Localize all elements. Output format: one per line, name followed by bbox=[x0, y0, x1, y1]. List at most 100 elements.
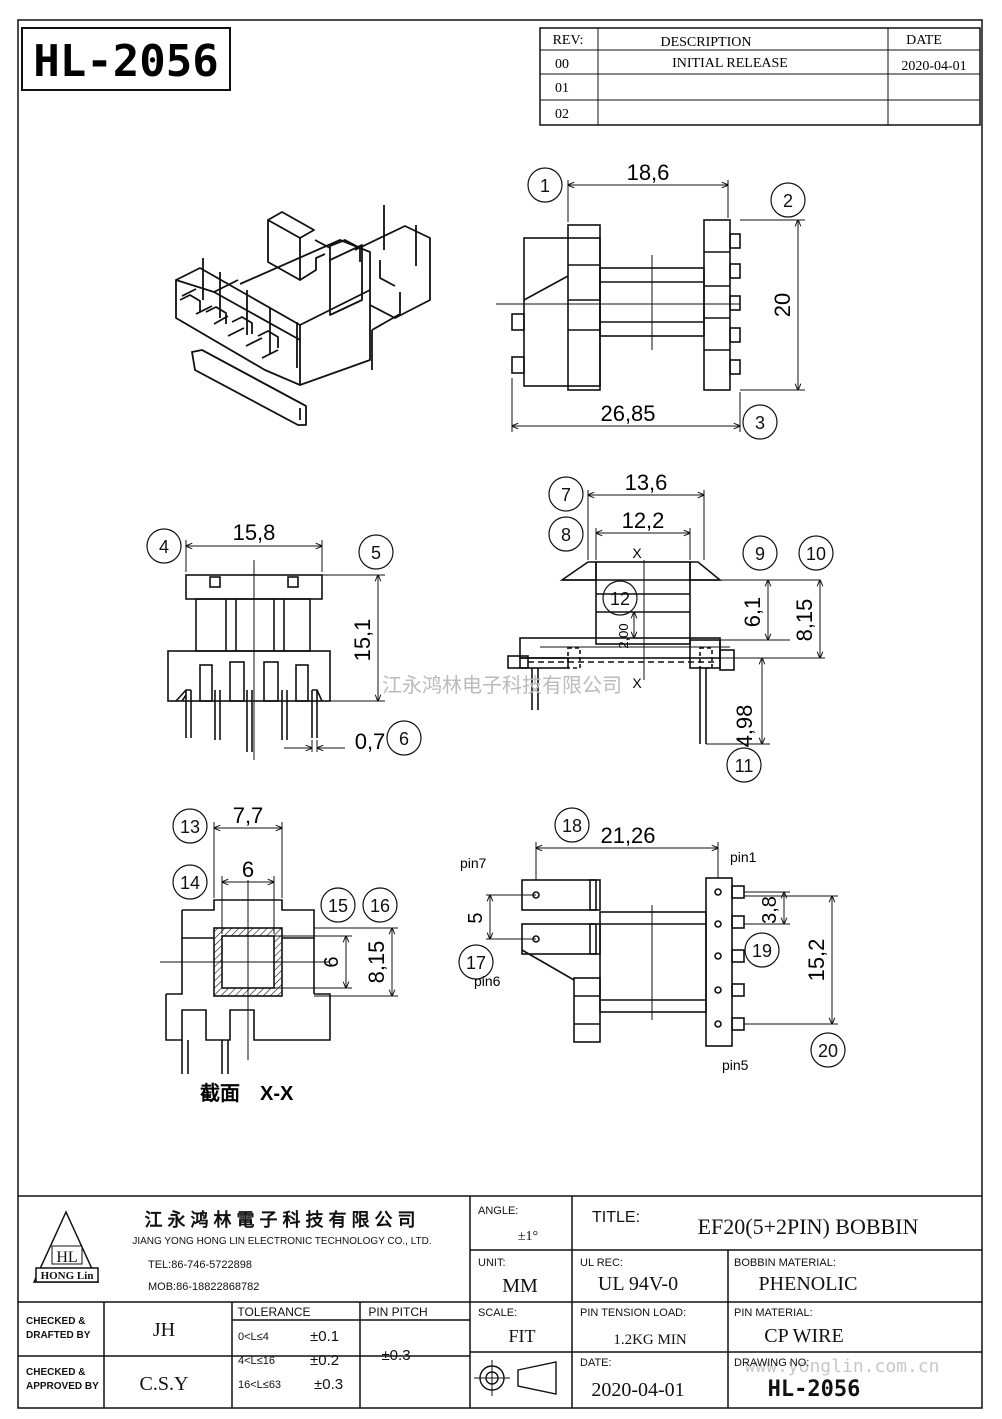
callout-17: 17 bbox=[458, 944, 494, 980]
tolerance-range: 16<L≤63 bbox=[238, 1379, 281, 1391]
dim-side-h2: 8,15 bbox=[792, 599, 817, 642]
callout-balloons: 1 2 3 4 5 6 7 8 9 10 11 12 13 14 15 16 1… bbox=[146, 167, 846, 1068]
callout-10: 10 bbox=[798, 535, 834, 571]
company-name-cn: 江 永 鸿 林 電 子 科 技 有 限 公 司 bbox=[144, 1209, 415, 1230]
callout-14: 14 bbox=[172, 864, 208, 900]
svg-text:17: 17 bbox=[466, 953, 486, 973]
scale-value: FIT bbox=[509, 1326, 536, 1346]
callout-3: 3 bbox=[742, 404, 778, 440]
callout-5: 5 bbox=[358, 534, 394, 570]
bottom-view bbox=[521, 877, 745, 1047]
dim-top-height: 20 bbox=[770, 293, 795, 317]
section-x-top: X bbox=[632, 545, 642, 561]
dim-bottom-length: 21,26 bbox=[600, 823, 655, 848]
pin-tension-label: PIN TENSION LOAD: bbox=[580, 1307, 686, 1319]
dim-xsec-h-outer: 8,15 bbox=[364, 941, 389, 984]
part-number-box: HL-2056 bbox=[21, 27, 231, 91]
callout-4: 4 bbox=[146, 528, 182, 564]
angle-value: ±1° bbox=[518, 1229, 538, 1244]
svg-text:1: 1 bbox=[540, 176, 550, 196]
unit-value: MM bbox=[502, 1275, 538, 1297]
checked-approved-label: APPROVED BY bbox=[26, 1381, 99, 1392]
unit-label: UNIT: bbox=[478, 1257, 506, 1269]
rev-cell: 02 bbox=[555, 107, 569, 122]
svg-text:14: 14 bbox=[180, 873, 200, 893]
callout-7: 7 bbox=[548, 476, 584, 512]
cross-section-dimensions bbox=[214, 822, 398, 996]
drawing-title: EF20(5+2PIN) BOBBIN bbox=[698, 1214, 919, 1239]
pin5-label: pin5 bbox=[722, 1057, 749, 1073]
bobbin-material-value: PHENOLIC bbox=[759, 1273, 858, 1295]
svg-text:12: 12 bbox=[610, 589, 630, 609]
svg-text:13: 13 bbox=[180, 817, 200, 837]
section-caption: 截面 X-X bbox=[200, 1081, 294, 1105]
watermark-url: www.yonglin.com.cn bbox=[744, 1356, 939, 1377]
pin-tension-value: 1.2KG MIN bbox=[613, 1332, 686, 1348]
bottom-view-dimensions bbox=[486, 842, 838, 1024]
svg-text:19: 19 bbox=[752, 941, 772, 961]
front-view-dimensions bbox=[186, 540, 385, 752]
callout-20: 20 bbox=[810, 1032, 846, 1068]
dim-side-h1: 6,1 bbox=[740, 597, 765, 628]
logo-text: HONG Lin bbox=[41, 1270, 94, 1282]
company-logo: HL HONG Lin bbox=[32, 1210, 100, 1283]
drawing-no-value: HL-2056 bbox=[768, 1377, 861, 1402]
company-mob: MOB:86-18822868782 bbox=[148, 1281, 259, 1293]
dim-bottom-pitch-right: 3,8 bbox=[759, 896, 781, 924]
pin7-label: pin7 bbox=[460, 855, 487, 871]
approved-by-value: C.S.Y bbox=[140, 1373, 189, 1395]
dim-front-height: 15,1 bbox=[350, 619, 375, 662]
pin1-label: pin1 bbox=[730, 849, 757, 865]
dim-side-center: 2,00 bbox=[616, 623, 631, 648]
svg-text:3: 3 bbox=[755, 413, 765, 433]
revision-table: REV: DESCRIPTION DATE 00 INITIAL RELEASE… bbox=[539, 27, 981, 126]
dim-xsec-h-inner: 6 bbox=[321, 956, 343, 967]
pin-pitch-label: PIN PITCH bbox=[368, 1305, 427, 1319]
drawing-no-label: DRAWING NO: bbox=[734, 1357, 809, 1369]
description-header: DESCRIPTION bbox=[660, 35, 751, 50]
dim-side-inner: 12,2 bbox=[622, 508, 665, 533]
callout-2: 2 bbox=[770, 182, 806, 218]
tolerance-value: ±0.3 bbox=[314, 1376, 343, 1393]
front-view bbox=[167, 560, 331, 760]
dim-front-width: 15,8 bbox=[233, 520, 276, 545]
svg-text:18: 18 bbox=[562, 816, 582, 836]
svg-text:16: 16 bbox=[370, 896, 390, 916]
tolerance-value: ±0.1 bbox=[310, 1328, 339, 1345]
description-cell: INITIAL RELEASE bbox=[672, 56, 788, 71]
pin-pitch-value: ±0.3 bbox=[381, 1347, 410, 1364]
dim-bottom-span: 15,2 bbox=[804, 939, 829, 982]
tolerance-range: 0<L≤4 bbox=[238, 1331, 269, 1343]
rev-cell: 00 bbox=[555, 57, 569, 72]
pin-material-label: PIN MATERIAL: bbox=[734, 1307, 813, 1319]
sheet-border bbox=[17, 19, 983, 1409]
svg-text:6: 6 bbox=[399, 729, 409, 749]
top-view-dimensions bbox=[512, 180, 805, 432]
callout-16: 16 bbox=[362, 887, 398, 923]
ul-rec-label: UL REC: bbox=[580, 1257, 623, 1269]
date-label: DATE: bbox=[580, 1357, 612, 1369]
svg-text:11: 11 bbox=[735, 756, 754, 776]
tolerance-range: 4<L≤16 bbox=[238, 1355, 275, 1367]
callout-19: 19 bbox=[744, 932, 780, 968]
tolerance-value: ±0.2 bbox=[310, 1352, 339, 1369]
tolerance-label: TOLERANCE bbox=[237, 1305, 310, 1319]
svg-text:7: 7 bbox=[561, 485, 571, 505]
checked-drafted-label: DRAFTED BY bbox=[26, 1330, 91, 1341]
svg-text:15: 15 bbox=[328, 896, 348, 916]
svg-text:9: 9 bbox=[755, 544, 765, 564]
callout-15: 15 bbox=[320, 887, 356, 923]
dim-front-pin: 0,7 bbox=[355, 729, 386, 754]
section-x-bottom: X bbox=[632, 675, 642, 691]
dim-side-pin-length: 4,98 bbox=[732, 705, 757, 748]
svg-text:2: 2 bbox=[783, 191, 793, 211]
dim-xsec-inner: 6 bbox=[242, 857, 254, 882]
title-block bbox=[18, 1195, 982, 1408]
isometric-view bbox=[175, 205, 431, 426]
scale-label: SCALE: bbox=[478, 1307, 517, 1319]
dim-xsec-outer: 7,7 bbox=[233, 803, 264, 828]
svg-text:10: 10 bbox=[806, 544, 826, 564]
date-value: 2020-04-01 bbox=[591, 1379, 684, 1401]
callout-12: 12 bbox=[602, 580, 638, 616]
